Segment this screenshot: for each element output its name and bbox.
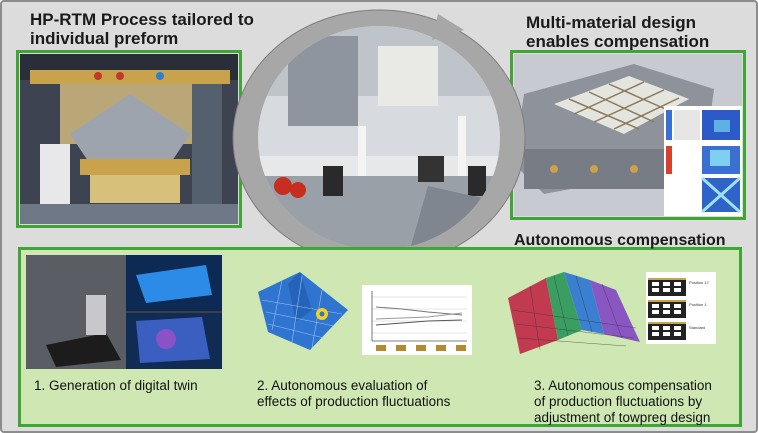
hp-rtm-press-photo bbox=[20, 54, 238, 224]
multi-material-title: Multi-material design enables compensati… bbox=[526, 13, 710, 51]
step-1-caption: 1. Generation of digital twin bbox=[34, 378, 198, 393]
position-1-label: Position 1 bbox=[689, 302, 707, 307]
towpreg-layup-photo bbox=[514, 54, 742, 216]
multi-material-preform-model bbox=[506, 270, 642, 360]
step-3-caption: 3. Autonomous compensation of production… bbox=[534, 378, 712, 425]
fe-preform-model bbox=[252, 270, 352, 354]
fluctuation-chart-thumbnail bbox=[362, 285, 472, 355]
digital-twin-photo bbox=[26, 255, 222, 369]
standard-label: Standard bbox=[689, 325, 705, 330]
towpreg-design-positions: Position 17 Position 1 Standard bbox=[646, 272, 716, 344]
hp-rtm-title: HP-RTM Process tailored to individual pr… bbox=[30, 10, 254, 48]
position-17-label: Position 17 bbox=[689, 280, 710, 285]
step-2-caption: 2. Autonomous evaluation of effects of p… bbox=[257, 378, 451, 409]
autonomous-production-cell bbox=[228, 6, 530, 268]
autonomous-compensation-title: Autonomous compensation bbox=[514, 232, 726, 249]
